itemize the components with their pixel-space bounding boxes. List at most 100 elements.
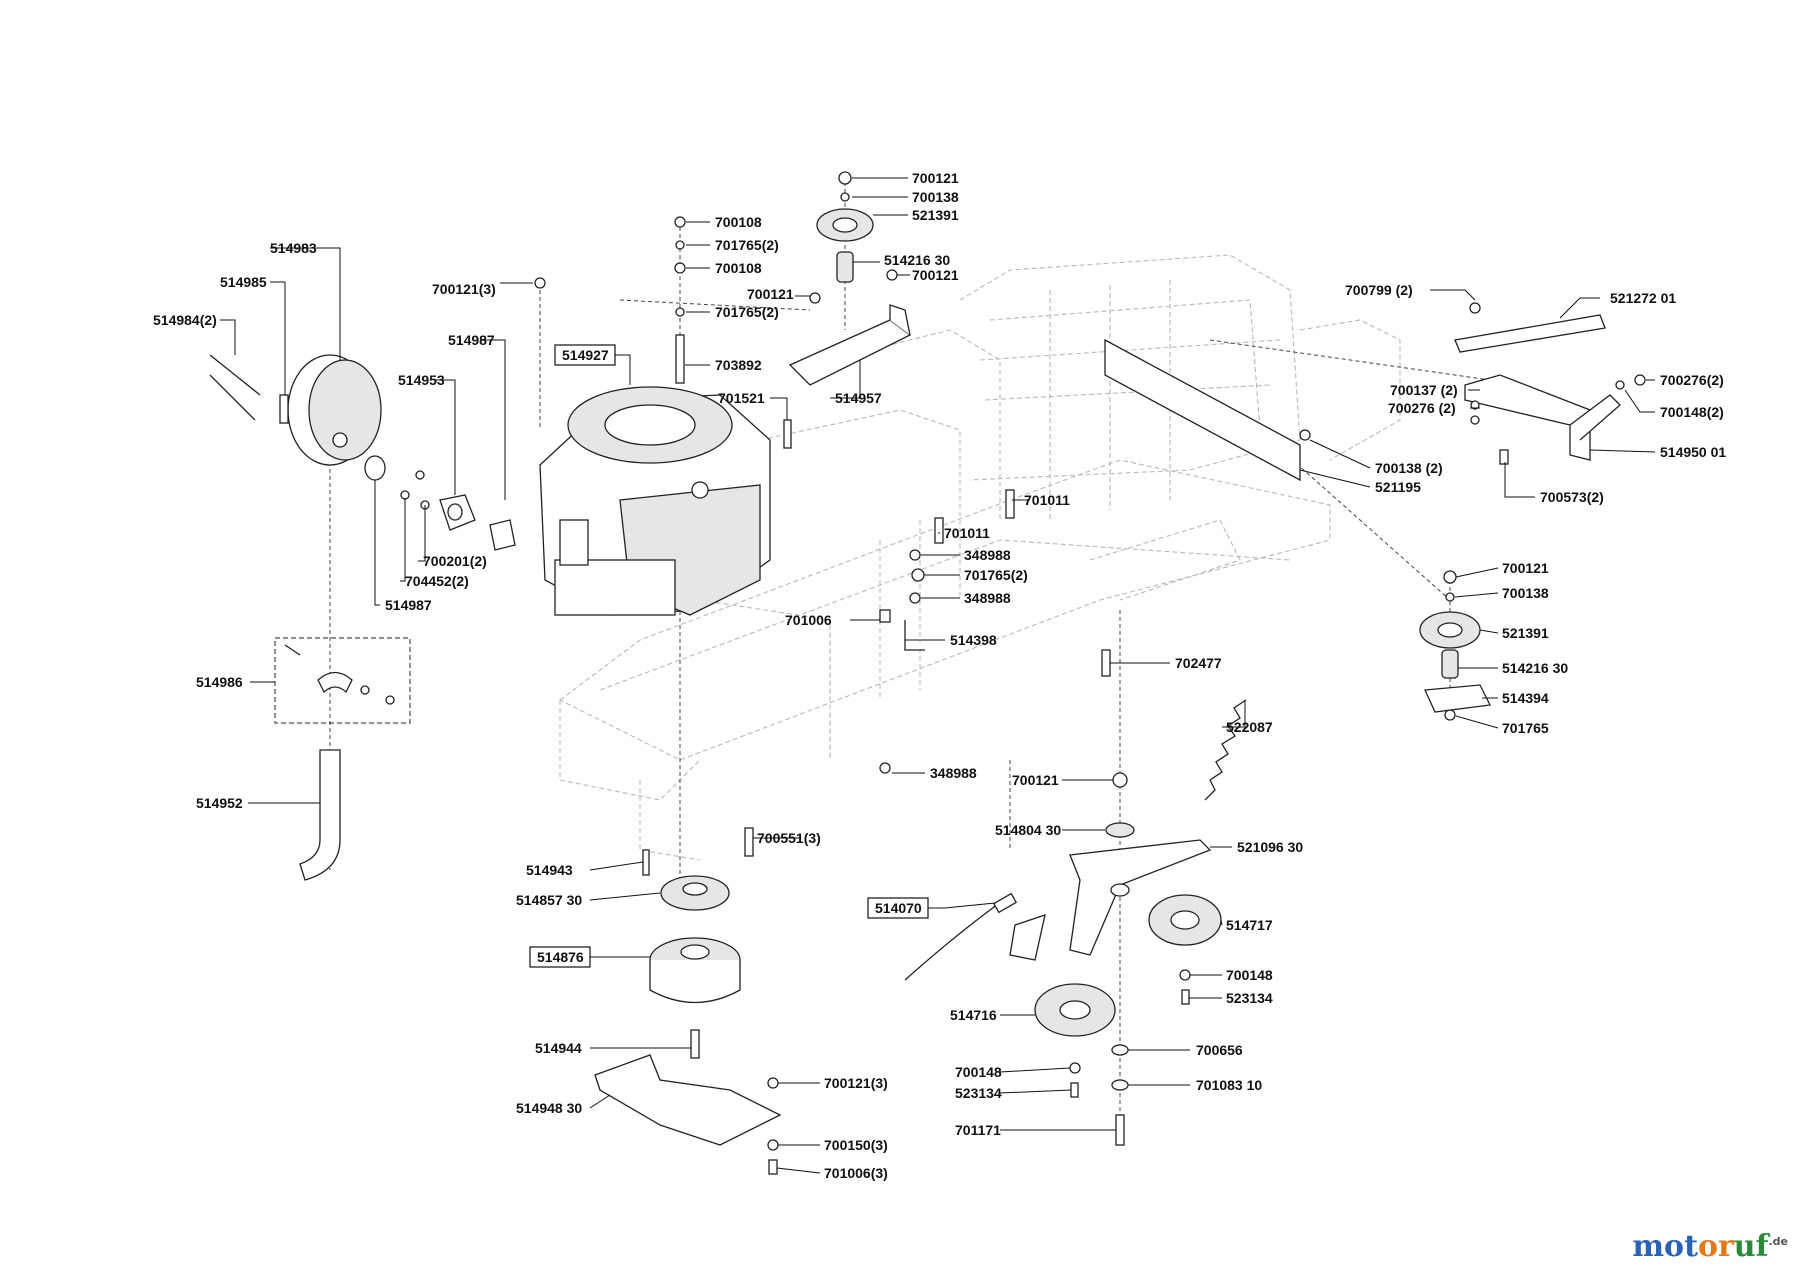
label-700121-3: 700121(3) bbox=[432, 281, 496, 297]
label-700150: 700150(3) bbox=[824, 1137, 888, 1153]
label-523134-b: 523134 bbox=[955, 1085, 1002, 1101]
label-700148-a: 700148(2) bbox=[1660, 404, 1724, 420]
label-514717: 514717 bbox=[1226, 917, 1273, 933]
label-514716: 514716 bbox=[950, 1007, 997, 1023]
box-514070 bbox=[867, 897, 929, 919]
label-700276-b: 700276 (2) bbox=[1388, 400, 1456, 416]
motoruf-logo: motoruf.de bbox=[1632, 1229, 1788, 1264]
label-514948: 514948 30 bbox=[516, 1100, 582, 1116]
label-514857: 514857 30 bbox=[516, 892, 582, 908]
label-514398: 514398 bbox=[950, 632, 997, 648]
label-702477: 702477 bbox=[1175, 655, 1222, 671]
muffler-514983 bbox=[209, 354, 382, 466]
fasteners-middle bbox=[744, 489, 1111, 857]
spring-522087 bbox=[1204, 699, 1247, 801]
label-521391-top: 521391 bbox=[912, 207, 959, 223]
bracket-521272 bbox=[1454, 302, 1606, 353]
label-521391-r: 521391 bbox=[1502, 625, 1549, 641]
clutch-514876 bbox=[649, 937, 741, 1004]
engine-514927 bbox=[539, 386, 771, 616]
cable-514070 bbox=[904, 892, 1018, 981]
label-348988-b: 348988 bbox=[964, 590, 1011, 606]
label-514983: 514983 bbox=[270, 240, 317, 256]
label-514943: 514943 bbox=[526, 862, 573, 878]
label-701083: 701083 10 bbox=[1196, 1077, 1262, 1093]
logo-tld: .de bbox=[1768, 1235, 1788, 1248]
label-701765-r: 701765 bbox=[1502, 720, 1549, 736]
label-514987-b: 514987 bbox=[385, 597, 432, 613]
box-514876 bbox=[529, 946, 591, 968]
box-514927 bbox=[554, 344, 616, 366]
label-701765-c: 701765(2) bbox=[964, 567, 1028, 583]
label-700121-m: 700121 bbox=[1012, 772, 1059, 788]
label-700137: 700137 (2) bbox=[1390, 382, 1458, 398]
label-700799: 700799 (2) bbox=[1345, 282, 1413, 298]
idler-arm-521096 bbox=[1009, 772, 1212, 961]
gaskets-514953 bbox=[364, 455, 516, 551]
label-703892: 703892 bbox=[715, 357, 762, 373]
pulley-514717 bbox=[1148, 894, 1222, 1005]
idler-pulley-top bbox=[816, 171, 898, 283]
idler-pulley-right bbox=[1419, 570, 1491, 721]
label-700276-a: 700276(2) bbox=[1660, 372, 1724, 388]
label-700148-c: 700148 bbox=[955, 1064, 1002, 1080]
key-514943 bbox=[642, 849, 650, 876]
label-700138-r: 700138 bbox=[1502, 585, 1549, 601]
label-704452: 704452(2) bbox=[405, 573, 469, 589]
label-701006-3: 701006(3) bbox=[824, 1165, 888, 1181]
label-523134-a: 523134 bbox=[1226, 990, 1273, 1006]
label-701521: 701521 bbox=[718, 390, 765, 406]
logo-part-a: mot bbox=[1632, 1229, 1698, 1264]
label-514985: 514985 bbox=[220, 274, 267, 290]
label-701765-b: 701765(2) bbox=[715, 304, 779, 320]
label-700121-b: 700121 bbox=[912, 267, 959, 283]
logo-part-c: uf bbox=[1733, 1229, 1769, 1264]
label-701011-b: 701011 bbox=[944, 525, 990, 541]
label-514953: 514953 bbox=[398, 372, 445, 388]
bracket-514948 bbox=[594, 1029, 782, 1175]
label-700656: 700656 bbox=[1196, 1042, 1243, 1058]
leader-lines bbox=[220, 177, 1656, 1174]
label-514944: 514944 bbox=[535, 1040, 582, 1056]
label-522087: 522087 bbox=[1226, 719, 1273, 735]
fasteners-top-left bbox=[534, 216, 821, 449]
label-514394: 514394 bbox=[1502, 690, 1549, 706]
label-700201: 700201(2) bbox=[423, 553, 487, 569]
label-514950: 514950 01 bbox=[1660, 444, 1726, 460]
label-514804: 514804 30 bbox=[995, 822, 1061, 838]
label-700138-top: 700138 bbox=[912, 189, 959, 205]
label-514216-top: 514216 30 bbox=[884, 252, 950, 268]
label-701765-a: 701765(2) bbox=[715, 237, 779, 253]
label-521096: 521096 30 bbox=[1237, 839, 1303, 855]
label-514070: 514070 bbox=[875, 900, 922, 916]
label-701011-a: 701011 bbox=[1024, 492, 1070, 508]
label-700121-3b: 700121(3) bbox=[824, 1075, 888, 1091]
pulley-514857 bbox=[660, 875, 730, 911]
part-labels: 700121 700138 521391 514216 30 700121 70… bbox=[153, 170, 1726, 1181]
label-700551: 700551(3) bbox=[757, 830, 821, 846]
clamp-514986 bbox=[274, 637, 411, 724]
label-700138-c: 700138 (2) bbox=[1375, 460, 1443, 476]
label-700108-b: 700108 bbox=[715, 260, 762, 276]
pulley-514716 bbox=[1034, 983, 1116, 1098]
label-700121-c: 700121 bbox=[747, 286, 794, 302]
label-700121-r: 700121 bbox=[1502, 560, 1549, 576]
label-514987-a: 514987 bbox=[448, 332, 495, 348]
label-514986: 514986 bbox=[196, 674, 243, 690]
label-700573: 700573(2) bbox=[1540, 489, 1604, 505]
label-700148-b: 700148 bbox=[1226, 967, 1273, 983]
bracket-514950 bbox=[1464, 374, 1646, 465]
label-700108-a: 700108 bbox=[715, 214, 762, 230]
label-521195: 521195 bbox=[1375, 479, 1421, 495]
label-514984: 514984(2) bbox=[153, 312, 217, 328]
chassis-frame bbox=[558, 254, 1401, 861]
logo-part-b: or bbox=[1697, 1229, 1734, 1264]
label-514216-r: 514216 30 bbox=[1502, 660, 1568, 676]
label-521272: 521272 01 bbox=[1610, 290, 1676, 306]
exhaust-pipe-514952 bbox=[299, 749, 341, 881]
label-514927: 514927 bbox=[562, 347, 609, 363]
label-514952: 514952 bbox=[196, 795, 243, 811]
assembly-lines bbox=[329, 175, 1491, 1130]
label-514957: 514957 bbox=[835, 390, 882, 406]
